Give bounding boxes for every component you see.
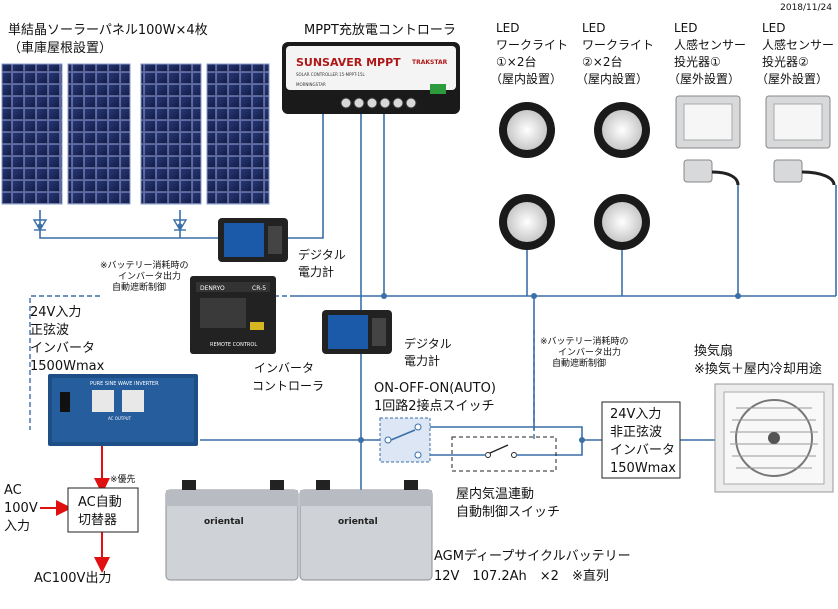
svg-text:100V: 100V [4,501,38,516]
svg-text:投光器②: 投光器② [762,54,809,69]
remote-label-line2: コントローラ [252,379,324,393]
led-work-light-2 [594,102,650,250]
light-label-3: LED 人感センサー 投光器① （屋外設置） [668,21,746,86]
note-battery-cutoff-2: ※バッテリー消耗時の インバータ出力 自動遮断制御 [540,335,629,369]
svg-text:自動遮断制御: 自動遮断制御 [112,281,166,293]
svg-text:※バッテリー消耗時の: ※バッテリー消耗時の [540,335,629,347]
agm-battery-1: oriental [165,480,299,581]
controller-trakstar: TRAKSTAR [412,59,448,66]
svg-text:LED: LED [762,21,786,35]
svg-text:人感センサー: 人感センサー [674,37,746,52]
on-off-on-switch [379,417,431,463]
svg-text:正弦波: 正弦波 [30,322,69,338]
svg-text:LED: LED [496,21,520,35]
svg-text:1500Wmax: 1500Wmax [30,359,105,374]
switch-label-line1: ON-OFF-ON(AUTO) [374,381,496,396]
svg-text:（屋内設置）: （屋内設置） [490,71,562,86]
meter2-label-line2: 電力計 [404,353,440,368]
digital-power-meter-2 [322,310,392,354]
svg-text:150Wmax: 150Wmax [610,461,676,476]
battery-label-line2: 12V 107.2Ah ×2 ※直列 [434,569,609,584]
svg-text:非正弦波: 非正弦波 [610,424,662,440]
note-battery-cutoff-1: ※バッテリー消耗時の インバータ出力 自動遮断制御 [100,259,189,293]
agm-battery-2: oriental [299,480,433,581]
wiring [29,110,837,573]
auto-temperature-switch [451,436,557,472]
ac-transfer-switch-box [67,487,139,533]
svg-text:24V入力: 24V入力 [30,305,81,320]
svg-text:（屋外設置）: （屋外設置） [756,71,828,86]
digital-power-meter-1 [218,218,288,262]
svg-text:DENRYO: DENRYO [200,285,225,292]
ventilation-fan [714,383,834,493]
svg-text:CR-5: CR-5 [252,285,266,292]
auto-switch-label-line1: 屋内気温連動 [456,486,534,502]
led-floodlight-1 [675,95,741,186]
fan-label-line2: ※換気＋屋内冷却用途 [694,361,822,377]
svg-text:LED: LED [582,21,606,35]
svg-text:※バッテリー消耗時の: ※バッテリー消耗時の [100,259,189,271]
svg-text:①×2台: ①×2台 [496,54,536,69]
svg-text:PURE SINE WAVE INVERTER: PURE SINE WAVE INVERTER [90,381,159,387]
svg-text:人感センサー: 人感センサー [762,37,834,52]
svg-text:インバータ出力: インバータ出力 [118,270,181,282]
svg-text:インバータ: インバータ [30,341,95,356]
date-label: 2018/11/24 [780,3,832,13]
svg-text:AC: AC [4,483,22,498]
svg-text:インバータ: インバータ [610,443,675,458]
svg-text:oriental: oriental [204,517,244,527]
controller-label: MPPT充放電コントローラ [304,22,456,38]
svg-text:（屋内設置）: （屋内設置） [576,71,648,86]
svg-text:入力: 入力 [4,519,30,534]
meter1-label-line2: 電力計 [298,264,334,279]
inverter-remote-controller: DENRYO CR-5 REMOTE CONTROL [190,276,276,354]
solar-label-line2: （車庫屋根設置） [8,40,112,56]
svg-text:インバータ出力: インバータ出力 [558,346,621,358]
ats-label-line2: 切替器 [78,513,117,528]
controller-brand: SUNSAVER MPPT [296,56,401,69]
controller-maker: MORNINGSTAR [296,82,326,87]
svg-text:投光器①: 投光器① [674,54,721,69]
svg-text:24V入力: 24V入力 [610,407,661,422]
svg-text:ワークライト: ワークライト [496,38,568,52]
remote-label-line1: インバータ [254,361,314,375]
fan-label-line1: 換気扇 [694,343,733,359]
controller-subtitle: SOLAR CONTROLLER 15-MPPT-15L [296,72,366,77]
ats-label-line1: AC自動 [78,495,122,510]
mppt-controller: SUNSAVER MPPT SOLAR CONTROLLER 15-MPPT-1… [282,42,460,114]
light-label-1: LED ワークライト ①×2台 （屋内設置） [490,21,568,86]
inverter-150w-label: 24V入力 非正弦波 インバータ 150Wmax [610,407,676,476]
solar-label-line1: 単結晶ソーラーパネル100W×4枚 [8,22,208,38]
light-label-4: LED 人感センサー 投光器② （屋外設置） [756,21,834,86]
auto-switch-label-line2: 自動制御スイッチ [456,505,560,520]
inverter-150w-box [601,401,681,479]
svg-text:AC OUTPUT: AC OUTPUT [108,416,132,421]
light-label-2: LED ワークライト ②×2台 （屋内設置） [576,21,654,86]
inverter-1500w-label: 24V入力 正弦波 インバータ 1500Wmax [30,305,105,374]
ac-output-label: AC100V出力 [34,571,111,586]
sine-wave-inverter: PURE SINE WAVE INVERTER AC OUTPUT [48,374,198,446]
meter2-label-line1: デジタル [404,336,452,351]
battery-label-line1: AGMディープサイクルバッテリー [434,548,631,564]
svg-text:LED: LED [674,21,698,35]
svg-text:REMOTE CONTROL: REMOTE CONTROL [210,342,257,348]
svg-text:（屋外設置）: （屋外設置） [668,71,740,86]
svg-text:②×2台: ②×2台 [582,54,622,69]
ac-input-label: AC 100V 入力 [4,483,38,534]
svg-text:oriental: oriental [338,517,378,527]
solar-panels [1,63,270,205]
svg-text:ワークライト: ワークライト [582,38,654,52]
meter1-label-line1: デジタル [298,247,346,262]
led-work-light-1 [499,102,555,250]
switch-label-line2: 1回路2接点スイッチ [374,398,495,414]
priority-note: ※優先 [110,473,136,485]
svg-text:自動遮断制御: 自動遮断制御 [552,357,606,369]
led-floodlight-2 [765,95,836,186]
